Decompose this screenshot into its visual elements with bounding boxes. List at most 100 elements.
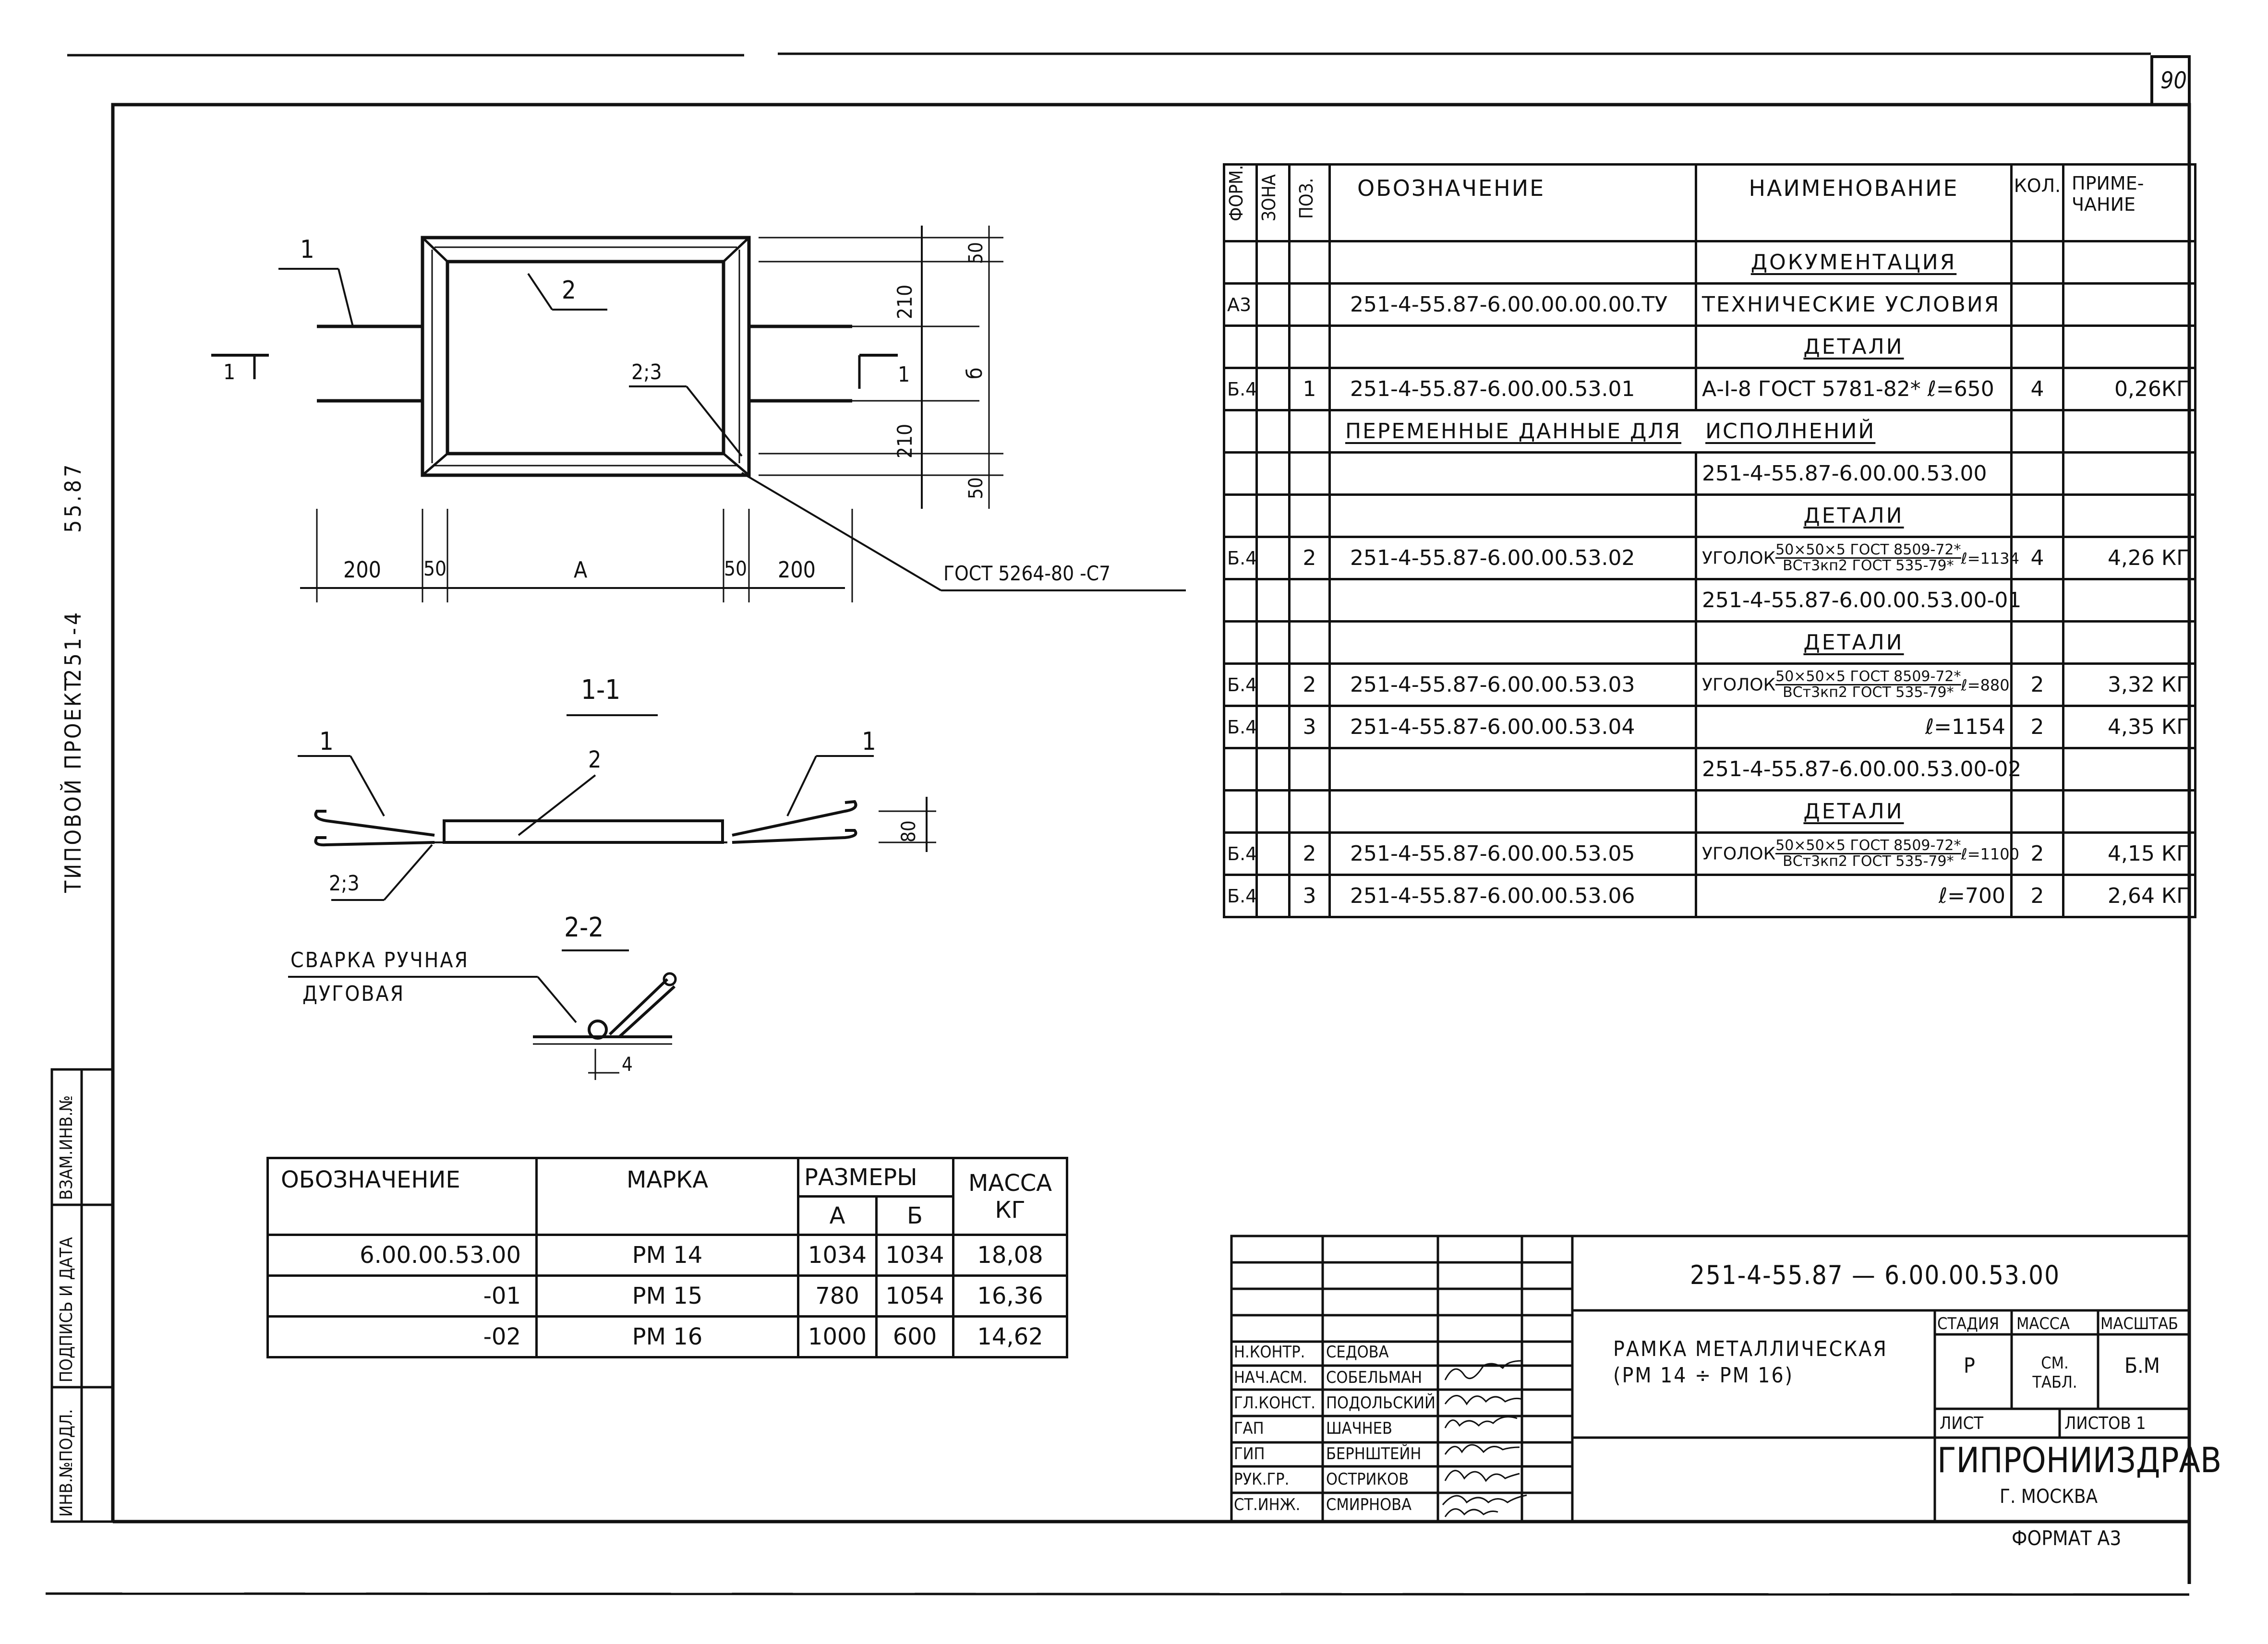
- spec-zone: [1255, 240, 1291, 285]
- marks-hdr-designation: ОБОЗНАЧЕНИЕ: [266, 1157, 538, 1236]
- spec-qty: 4: [2010, 536, 2064, 580]
- spec-span-right: ИСПОЛНЕНИЙ: [1705, 419, 1876, 444]
- callout-23-sec: 2;3: [329, 871, 360, 896]
- spec-qty: [2010, 282, 2064, 327]
- marks-a: 780: [797, 1274, 878, 1318]
- marks-a: 1034: [797, 1234, 878, 1277]
- spec-heading-text: ДЕТАЛИ: [1803, 630, 1904, 655]
- spec-note: [2062, 578, 2196, 623]
- spec-designation: [1328, 620, 1697, 665]
- spec-name: 251-4-55.87-6.00.00.53.00-02: [1695, 747, 2021, 792]
- spec-qty: [2010, 493, 2064, 538]
- spec-name-num: 50×50×5 ГОСТ 8509-72*: [1775, 541, 1961, 559]
- spec-name-num: 50×50×5 ГОСТ 8509-72*: [1775, 668, 1961, 685]
- spec-heading-text: ДЕТАЛИ: [1803, 799, 1904, 824]
- spec-name: ТЕХНИЧЕСКИЕ УСЛОВИЯ: [1695, 282, 2013, 327]
- spec-designation: 251-4-55.87-6.00.00.53.06: [1328, 874, 1697, 918]
- marks-a: 1000: [797, 1315, 878, 1358]
- spec-note: 2,64 КГ: [2062, 874, 2196, 918]
- spec-name-fraction: 50×50×5 ГОСТ 8509-72*ВСт3кп2 ГОСТ 535-79…: [1775, 839, 1961, 869]
- spec-heading-text: ДОКУМЕНТАЦИЯ: [1750, 250, 1957, 275]
- spec-note: [2062, 409, 2196, 454]
- spec-pos: [1288, 324, 1331, 369]
- spec-qty: [2010, 324, 2064, 369]
- spec-pos: [1288, 747, 1331, 792]
- spec-note: [2062, 451, 2196, 496]
- doc-title-2: (РМ 14 ÷ РМ 16): [1613, 1363, 1794, 1388]
- hdr-designation: ОБОЗНАЧЕНИЕ: [1328, 163, 1697, 242]
- approval-name: ОСТРИКОВ: [1326, 1470, 1409, 1489]
- hdr-pos: ПОЗ.: [1288, 163, 1331, 242]
- hdr-qty: КОЛ.: [2010, 163, 2064, 242]
- spec-designation: 251-4-55.87-6.00.00.53.02: [1328, 536, 1697, 580]
- dim-50-right: 50: [724, 557, 748, 580]
- approval-name: ШАЧНЕВ: [1326, 1419, 1392, 1438]
- spec-zone: [1255, 282, 1291, 327]
- spec-name-post: ℓ=1134: [1961, 549, 2019, 568]
- marks-mark: РМ 15: [535, 1274, 799, 1318]
- spec-name-den: ВСт3кп2 ГОСТ 535-79*: [1783, 684, 1954, 701]
- spec-zone: [1255, 367, 1291, 411]
- mass-label: МАССА: [2016, 1314, 2070, 1333]
- spec-pos: [1288, 451, 1331, 496]
- spec-note: [2062, 789, 2196, 834]
- dim-50-left: 50: [423, 557, 447, 580]
- hdr-form: ФОРМ.: [1223, 163, 1258, 242]
- marks-hdr-b: Б: [875, 1195, 954, 1236]
- spec-qty: [2010, 240, 2064, 285]
- spec-form: Б.4: [1223, 831, 1258, 876]
- spec-form: [1223, 409, 1258, 454]
- spec-name: А-I-8 ГОСТ 5781-82* ℓ=650: [1695, 367, 2013, 411]
- spec-pos: 2: [1288, 536, 1331, 580]
- spec-form: [1223, 240, 1258, 285]
- spec-zone: [1255, 789, 1291, 834]
- spec-zone: [1255, 324, 1291, 369]
- spec-zone: [1255, 874, 1291, 918]
- callout-23-plan: 2;3: [631, 360, 662, 384]
- spec-name-heading: ДЕТАЛИ: [1695, 789, 2013, 834]
- spec-name-fraction: 50×50×5 ГОСТ 8509-72*ВСт3кп2 ГОСТ 535-79…: [1775, 670, 1961, 700]
- spec-qty: 2: [2010, 662, 2064, 707]
- spec-form: Б.4: [1223, 536, 1258, 580]
- spec-qty: [2010, 789, 2064, 834]
- mass-value: СМ. ТАБЛ.: [2032, 1354, 2077, 1392]
- spec-form: Б.4: [1223, 705, 1258, 749]
- section-1-1-title: 1-1: [581, 674, 621, 706]
- approval-role: ГАП: [1234, 1419, 1264, 1438]
- spec-qty: [2010, 747, 2064, 792]
- approval-name: СЕДОВА: [1326, 1343, 1389, 1362]
- spec-zone: [1255, 493, 1291, 538]
- spec-note: 3,32 КГ: [2062, 662, 2196, 707]
- spec-name-den: ВСт3кп2 ГОСТ 535-79*: [1783, 853, 1954, 870]
- marks-hdr-mark: МАРКА: [535, 1157, 799, 1236]
- marks-designation: -02: [266, 1315, 538, 1358]
- spec-form: [1223, 324, 1258, 369]
- dim-200-right: 200: [778, 557, 816, 583]
- spec-qty: [2010, 409, 2064, 454]
- spec-qty: 2: [2010, 874, 2064, 918]
- callout-1-sec-left: 1: [319, 727, 334, 756]
- doc-code: 251-4-55.87 — 6.00.00.53.00: [1690, 1260, 2060, 1290]
- spec-note: 0,26КГ: [2062, 367, 2196, 411]
- spec-zone: [1255, 409, 1291, 454]
- spec-form: Б.4: [1223, 662, 1258, 707]
- spec-qty: [2010, 578, 2064, 623]
- org-name: ГИПРОНИИЗДРАВ: [1937, 1440, 2222, 1480]
- spec-name-pre: УГОЛОК: [1702, 675, 1776, 695]
- spec-row: ДЕТАЛИ: [1223, 493, 2196, 538]
- spec-name-pre: УГОЛОК: [1702, 844, 1776, 864]
- spec-zone: [1255, 705, 1291, 749]
- spec-note: 4,35 КГ: [2062, 705, 2196, 749]
- spec-zone: [1255, 831, 1291, 876]
- spec-form: Б.4: [1223, 874, 1258, 918]
- spec-row: ДЕТАЛИ: [1223, 620, 2196, 665]
- weld-note-1: СВАРКА РУЧНАЯ: [290, 948, 469, 972]
